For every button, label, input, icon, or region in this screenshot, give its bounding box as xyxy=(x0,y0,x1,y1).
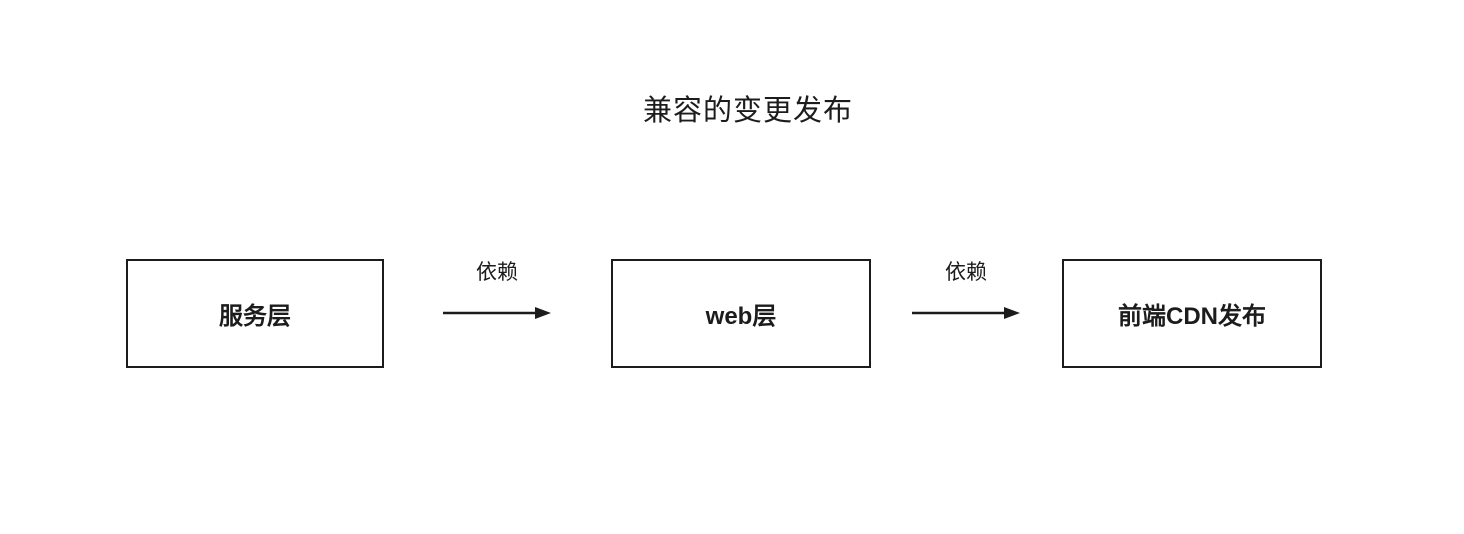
node-frontend-cdn-release: 前端CDN发布 xyxy=(1062,259,1322,368)
edge-service-to-web: 依赖 xyxy=(443,259,551,329)
node-service-layer-label: 服务层 xyxy=(219,303,291,330)
node-service-layer: 服务层 xyxy=(126,259,384,368)
edge-web-to-cdn-label: 依赖 xyxy=(945,261,987,284)
arrow-right-icon xyxy=(443,307,551,319)
diagram-title: 兼容的变更发布 xyxy=(642,95,854,127)
edge-service-to-web-label: 依赖 xyxy=(476,261,518,284)
node-web-layer: web层 xyxy=(611,259,871,368)
node-frontend-cdn-release-label: 前端CDN发布 xyxy=(1118,303,1266,330)
arrow-right-icon xyxy=(912,307,1020,319)
edge-web-to-cdn: 依赖 xyxy=(912,259,1020,329)
node-web-layer-label: web层 xyxy=(705,303,777,330)
